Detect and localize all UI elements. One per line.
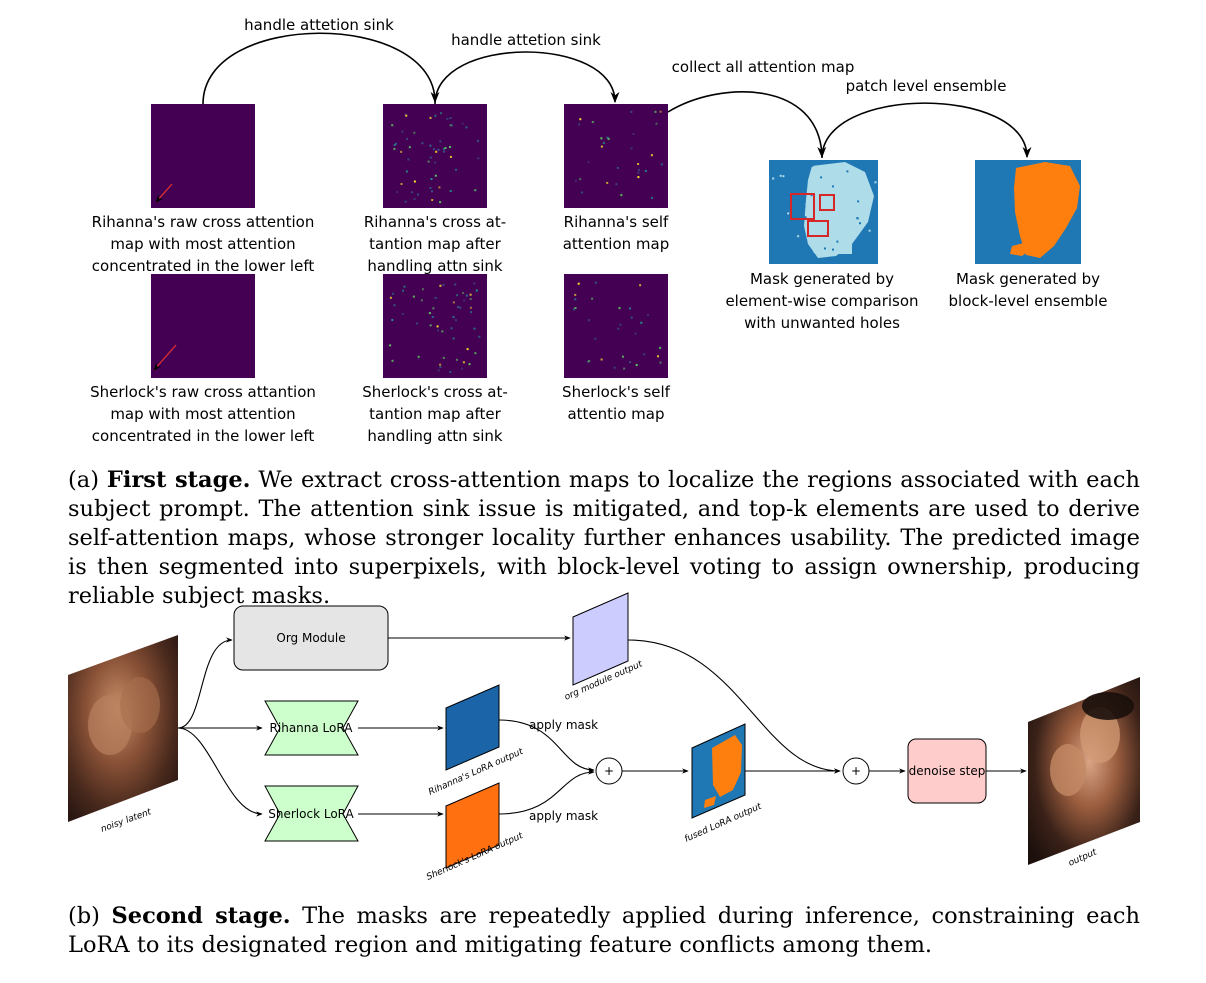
sherlock-raw-cross-attention-map xyxy=(151,274,255,378)
label-mask-block: Mask generated by block-level ensemble xyxy=(949,270,1108,310)
svg-text:Sherlock's cross at-: Sherlock's cross at- xyxy=(362,383,508,401)
svg-text:Mask generated by: Mask generated by xyxy=(750,270,894,288)
element-wise-mask xyxy=(769,160,878,264)
svg-text:attention map: attention map xyxy=(563,235,670,253)
sherlock-lora-output xyxy=(445,782,500,869)
label-handle-sink-2: handle attetion sink xyxy=(451,31,601,49)
attention-dots xyxy=(391,112,480,204)
label-apply-mask-2: apply mask xyxy=(529,809,598,823)
svg-text:block-level ensemble: block-level ensemble xyxy=(949,292,1108,310)
arrow-sink-1 xyxy=(202,32,440,105)
label-sherlock-cross: Sherlock's cross at- tantion map after h… xyxy=(362,383,508,445)
svg-text:attentio map: attentio map xyxy=(567,405,664,423)
caption-second-stage: (b) Second stage. The masks are repeated… xyxy=(68,903,1140,958)
sink-pointer-arrow xyxy=(153,344,177,371)
rihanna-lora-node xyxy=(264,700,359,756)
label-mask-element: Mask generated by element-wise compariso… xyxy=(725,270,918,332)
label-sherlock-self: Sherlock's self attentio map xyxy=(562,383,671,423)
svg-text:concentrated in the lower left: concentrated in the lower left xyxy=(92,257,315,275)
label-noisy-latent: noisy latent xyxy=(100,807,154,835)
svg-text:map with most attention: map with most attention xyxy=(110,235,295,253)
org-module-output xyxy=(572,592,629,686)
label-rihanna-cross: Rihanna's cross at- tantion map after ha… xyxy=(364,213,506,275)
attention-dots xyxy=(574,110,663,199)
label-rihanna-self: Rihanna's self attention map xyxy=(563,213,670,253)
svg-text:handling attn sink: handling attn sink xyxy=(367,257,503,275)
rihanna-lora-output xyxy=(445,684,500,771)
label-sherlock-raw: Sherlock's raw cross attantion map with … xyxy=(90,383,316,445)
sherlock-lora-node xyxy=(264,785,359,842)
label-handle-sink-1: handle attetion sink xyxy=(244,16,394,34)
svg-text:Sherlock's self: Sherlock's self xyxy=(562,383,671,401)
svg-text:tantion map after: tantion map after xyxy=(369,235,501,253)
svg-text:concentrated in the lower left: concentrated in the lower left xyxy=(92,427,315,445)
sherlock-cross-attention-map xyxy=(383,274,487,378)
svg-text:with unwanted holes: with unwanted holes xyxy=(744,314,900,332)
label-apply-mask-1: apply mask xyxy=(529,718,598,732)
rihanna-lora-label: Rihanna LoRA xyxy=(270,721,354,735)
sherlock-lora-label: Sherlock LoRA xyxy=(268,807,354,821)
svg-text:tantion map after: tantion map after xyxy=(369,405,501,423)
org-module-label: Org Module xyxy=(276,631,345,645)
label-final-output: output xyxy=(1067,847,1099,868)
arrow-sink-2 xyxy=(434,51,620,105)
label-collect: collect all attention map xyxy=(672,58,855,76)
plus-sign-1: + xyxy=(604,764,614,778)
plus-sign-2: + xyxy=(851,764,861,778)
rihanna-raw-cross-attention-map xyxy=(151,104,255,208)
output-image xyxy=(1028,677,1140,865)
noisy-latent-image xyxy=(68,635,178,822)
caption-first-stage: (a) First stage. We extract cross-attent… xyxy=(68,467,1140,609)
svg-text:handling attn sink: handling attn sink xyxy=(367,427,503,445)
denoise-step-label: denoise step xyxy=(909,764,986,778)
sink-pointer-arrow xyxy=(155,183,173,203)
rihanna-self-attention-map xyxy=(564,104,668,208)
attention-dots xyxy=(573,281,662,370)
svg-text:map with most attention: map with most attention xyxy=(110,405,295,423)
svg-text:Rihanna's raw cross attention: Rihanna's raw cross attention xyxy=(92,213,315,231)
svg-text:element-wise comparison: element-wise comparison xyxy=(725,292,918,310)
fused-lora-output xyxy=(691,723,746,819)
svg-text:Mask generated by: Mask generated by xyxy=(956,270,1100,288)
label-patch-ensemble: patch level ensemble xyxy=(846,77,1007,95)
sherlock-self-attention-map xyxy=(564,274,668,378)
arrow-patch xyxy=(821,102,1032,159)
svg-text:Rihanna's cross at-: Rihanna's cross at- xyxy=(364,213,506,231)
block-level-mask xyxy=(975,160,1081,264)
svg-text:Rihanna's self: Rihanna's self xyxy=(564,213,669,231)
label-rihanna-raw: Rihanna's raw cross attention map with m… xyxy=(92,213,315,275)
arrow-collect xyxy=(667,91,827,159)
svg-text:Sherlock's raw cross attantion: Sherlock's raw cross attantion xyxy=(90,383,316,401)
rihanna-cross-attention-map xyxy=(383,104,487,208)
attention-dots xyxy=(389,282,481,373)
